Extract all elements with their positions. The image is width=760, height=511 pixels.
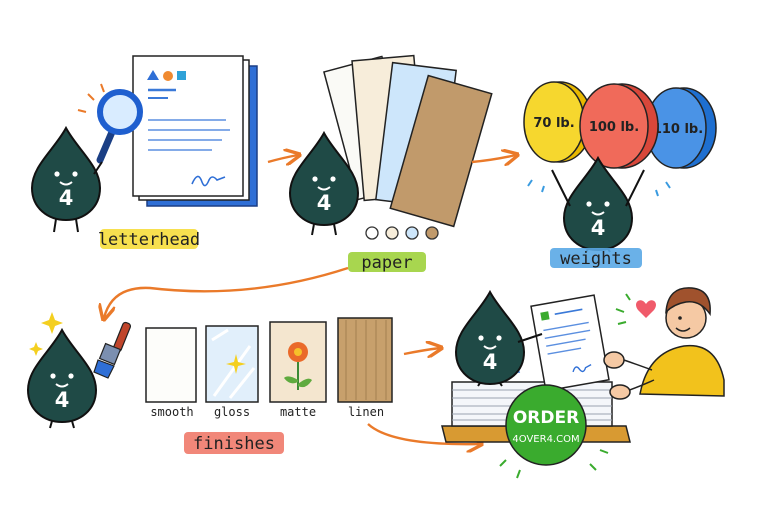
arrow-finishes-to-handoff: [403, 348, 440, 354]
paper-swatches: [365, 226, 439, 240]
logo-square-icon: [177, 71, 186, 80]
finish-swatch-gloss: [205, 325, 259, 403]
order-section: 4 ORDER 4OVER4.COM: [441, 287, 725, 479]
signature-icon: [191, 175, 226, 187]
excitement-lines-icon: [615, 293, 631, 325]
mascot-number: 4: [591, 216, 606, 240]
finishes-highlight: [184, 432, 284, 454]
customer-person: [603, 287, 725, 400]
order-site: 4OVER4.COM: [512, 434, 579, 445]
heart-icon: [636, 300, 656, 318]
weight-disc-100: 100 lb.: [579, 83, 659, 169]
weight-disc-110: 110 lb.: [645, 87, 717, 169]
mascot-paper: 4: [289, 132, 359, 236]
sparkle-icon: [29, 312, 63, 356]
order-title: ORDER: [513, 408, 579, 428]
burst-lines-icon: [499, 449, 609, 479]
paper-section: 4 paper: [289, 54, 493, 273]
order-badge[interactable]: ORDER 4OVER4.COM: [505, 384, 587, 466]
finish-label-gloss: gloss: [214, 405, 250, 419]
weight-disc-70: 70 lb.: [523, 81, 593, 163]
paper-samples: [323, 54, 493, 228]
arrow-paper-to-finishes: [104, 266, 349, 318]
paper-label: paper: [361, 253, 412, 273]
finish-swatch-smooth: [145, 327, 197, 403]
arrow-finishes-to-order: [367, 423, 480, 444]
finish-label-linen: linen: [348, 405, 384, 419]
mascot-number: 4: [317, 191, 332, 215]
weight-label: 110 lb.: [653, 122, 703, 137]
finish-swatch-linen: [337, 317, 393, 403]
weights-section: 70 lb. 110 lb. 100 lb. 4 weights: [523, 81, 717, 269]
paper-highlight: [348, 252, 426, 272]
finishes-label: finishes: [193, 434, 275, 454]
mascot-letterhead: 4: [31, 127, 103, 233]
letterhead-document: [132, 55, 258, 207]
finishes-section: 4 smooth gloss matte li: [27, 312, 393, 454]
finish-label-smooth: smooth: [150, 405, 193, 419]
magnifier-icon: [77, 83, 143, 164]
logo-triangle-icon: [147, 70, 159, 80]
arrow-paper-to-weights: [471, 155, 516, 162]
sweat-icon: [527, 179, 671, 197]
weights-label: weights: [560, 249, 632, 269]
letterhead-section: 4 letterhead: [31, 55, 258, 250]
mascot-number: 4: [483, 350, 498, 374]
finish-swatch-matte: [269, 321, 327, 403]
weight-label: 70 lb.: [533, 116, 574, 131]
weight-label: 100 lb.: [589, 120, 639, 135]
mascot-weights: 4: [551, 157, 645, 253]
mascot-number: 4: [55, 388, 70, 412]
logo-circle-icon: [163, 71, 173, 81]
mascot-number: 4: [59, 186, 74, 210]
mascot-finishes: 4: [27, 329, 97, 429]
letterhead-highlight: [100, 229, 198, 249]
handed-letterhead: [530, 294, 610, 392]
brush-icon: [93, 321, 132, 379]
weights-highlight: [550, 248, 642, 268]
arrow-letterhead-to-paper: [267, 155, 298, 162]
letterhead-label: letterhead: [98, 230, 200, 250]
mascot-order: 4: [455, 291, 543, 387]
finish-label-matte: matte: [280, 405, 316, 419]
